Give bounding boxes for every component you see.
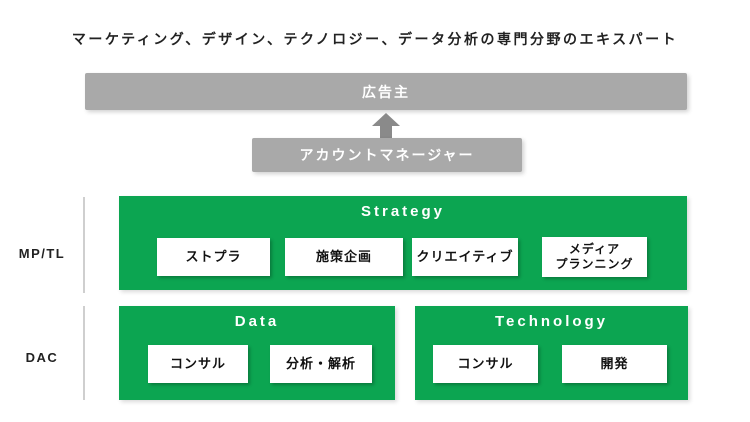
row-label-mptl: MP/TL [18,246,66,261]
page-title: マーケティング、デザイン、テクノロジー、データ分析の専門分野のエキスパート [71,31,679,47]
strategy-item-creative: クリエイティブ [412,238,518,276]
technology-section: Technology コンサル 開発 [415,306,688,400]
strategy-item-media-planning: メディア プランニング [542,237,647,277]
data-item-analysis: 分析・解析 [270,345,372,383]
data-section-title: Data [234,313,280,330]
up-arrow-head [372,113,400,126]
up-arrow-stem [380,125,392,138]
technology-item-development: 開発 [562,345,667,383]
advertiser-label: 広告主 [362,83,410,100]
up-arrow-icon [372,113,400,138]
strategy-section-title: Strategy [360,203,446,220]
divider-line-mptl [83,197,85,293]
data-section: Data コンサル 分析・解析 [119,306,395,400]
strategy-item-shisaku-kikaku: 施策企画 [285,238,403,276]
account-manager-box: アカウントマネージャー [252,138,522,172]
strategy-section: Strategy ストプラ 施策企画 クリエイティブ メディア プランニング [119,196,687,290]
divider-line-dac [83,306,85,400]
advertiser-box: 広告主 [85,73,687,110]
account-manager-label: アカウントマネージャー [299,147,475,163]
technology-section-title: Technology [494,313,609,330]
technology-item-consul: コンサル [433,345,538,383]
strategy-item-sutopura: ストプラ [157,238,270,276]
data-item-consul: コンサル [148,345,248,383]
row-label-dac: DAC [25,350,59,365]
